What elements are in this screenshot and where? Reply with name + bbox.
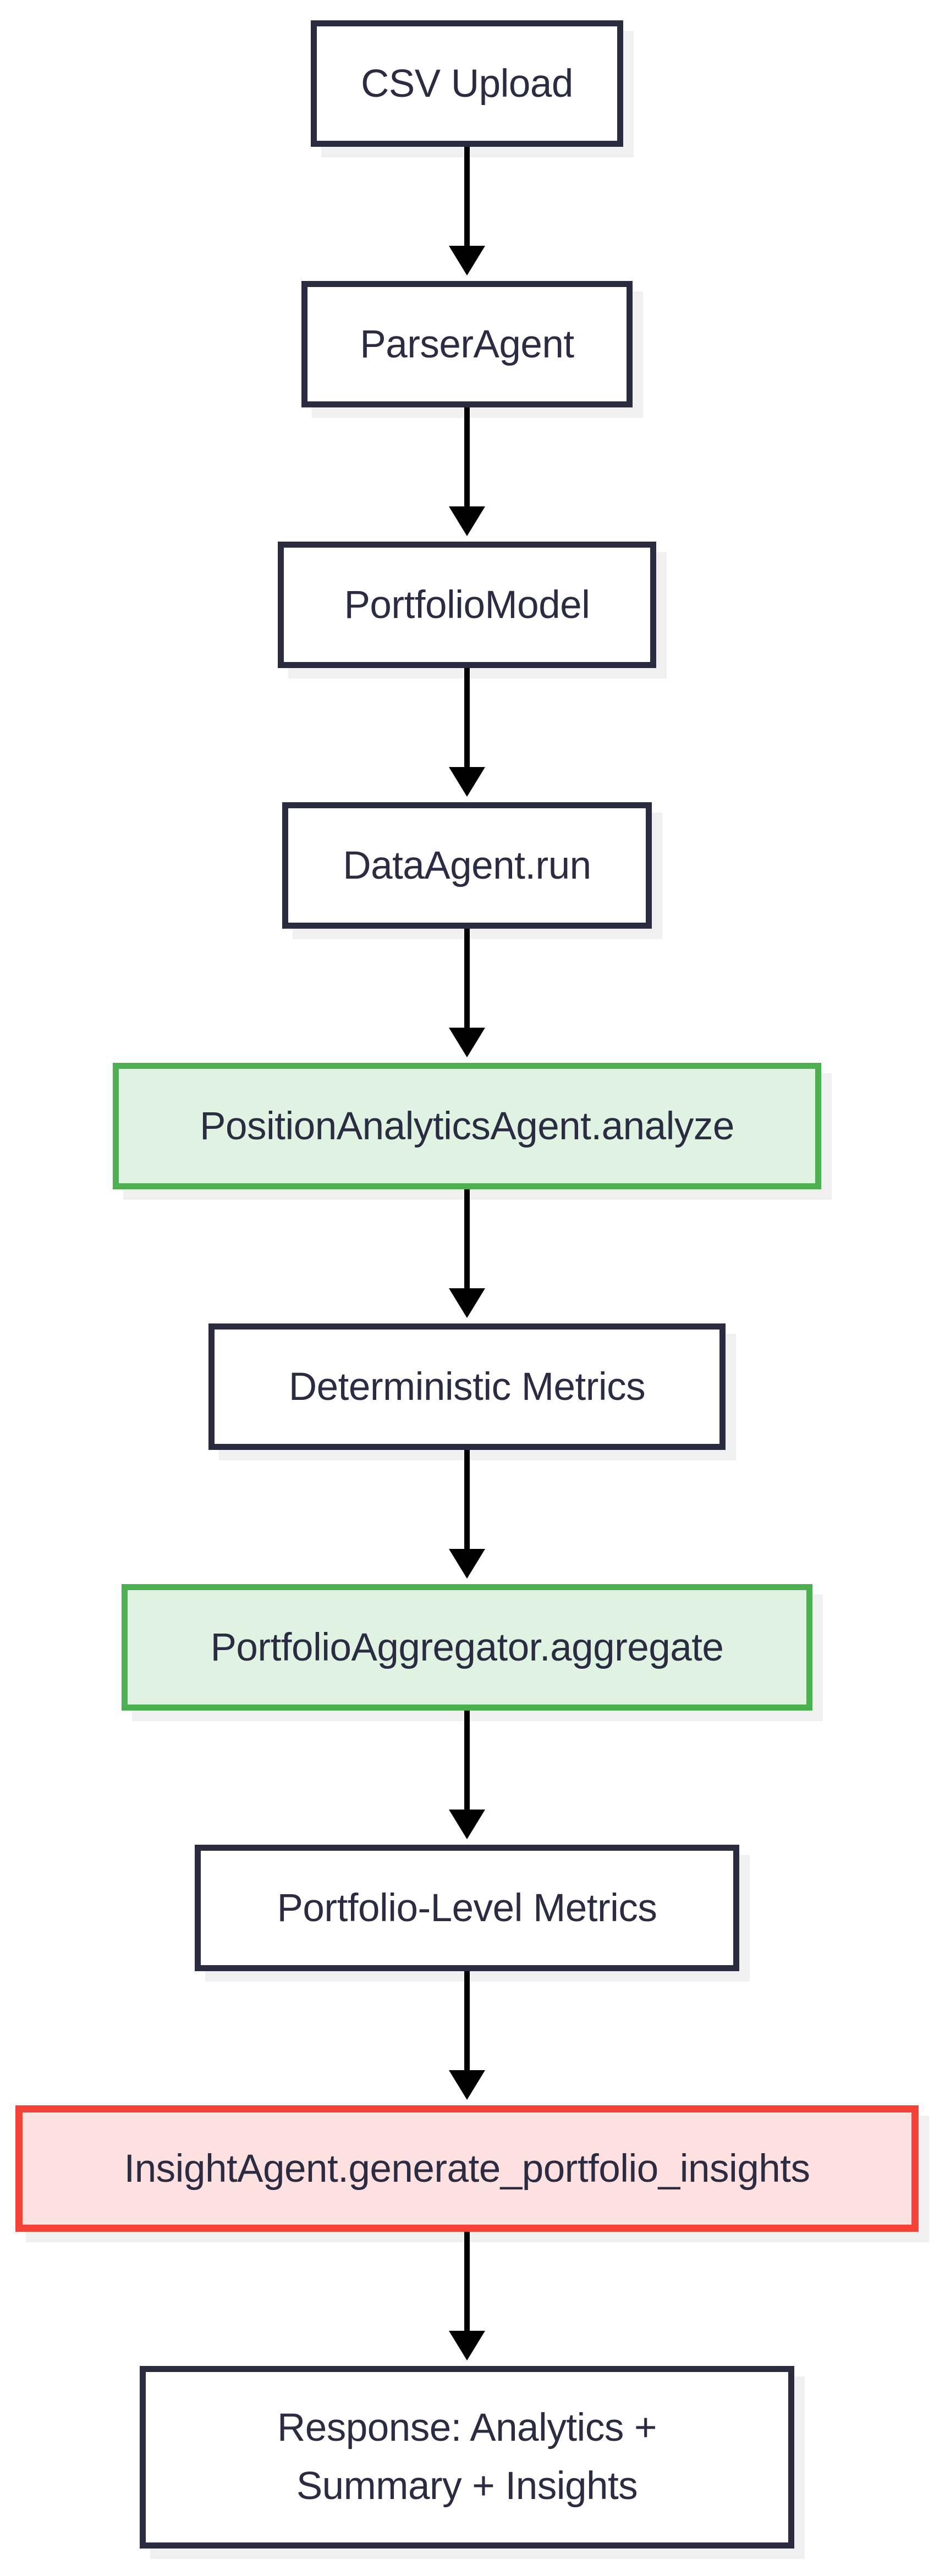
flow-arrow-7: [449, 1711, 485, 1845]
arrow-shaft: [464, 1711, 470, 1810]
arrow-shaft: [464, 1189, 470, 1288]
node-data-agent-run: DataAgent.run: [282, 802, 652, 929]
node-portfolio-level-metrics: Portfolio-Level Metrics: [195, 1845, 739, 1971]
node-label-line-1: Response: Analytics +: [277, 2406, 657, 2450]
node-label: InsightAgent.generate_portfolio_insights: [124, 2147, 810, 2191]
arrow-shaft: [464, 147, 470, 246]
node-label: Deterministic Metrics: [288, 1365, 646, 1409]
node-label-line-2: Summary + Insights: [296, 2464, 638, 2508]
arrow-shaft: [464, 2232, 470, 2331]
arrow-head-icon: [449, 2331, 485, 2360]
flow-arrow-6: [449, 1450, 485, 1584]
arrow-head-icon: [449, 767, 485, 797]
flow-arrow-4: [449, 929, 485, 1063]
arrow-shaft: [464, 1450, 470, 1549]
node-insight-agent-generate-portfolio-insights: InsightAgent.generate_portfolio_insights: [15, 2105, 919, 2232]
arrow-shaft: [464, 1971, 470, 2070]
arrow-shaft: [464, 407, 470, 506]
node-csv-upload: CSV Upload: [311, 20, 623, 147]
node-label: PortfolioModel: [344, 583, 590, 627]
arrow-head-icon: [449, 246, 485, 275]
flow-arrow-2: [449, 407, 485, 542]
node-label: DataAgent.run: [343, 843, 591, 887]
node-label: PortfolioAggregator.aggregate: [210, 1625, 724, 1669]
node-portfolio-aggregator-aggregate: PortfolioAggregator.aggregate: [122, 1584, 812, 1711]
flow-arrow-9: [449, 2232, 485, 2366]
node-label: Portfolio-Level Metrics: [277, 1886, 657, 1930]
arrow-shaft: [464, 929, 470, 1028]
arrow-head-icon: [449, 2070, 485, 2100]
arrow-shaft: [464, 668, 470, 767]
node-position-analytics-agent-analyze: PositionAnalyticsAgent.analyze: [113, 1063, 821, 1189]
arrow-head-icon: [449, 1810, 485, 1839]
arrow-head-icon: [449, 1028, 485, 1057]
flow-arrow-1: [449, 147, 485, 281]
node-deterministic-metrics: Deterministic Metrics: [208, 1323, 726, 1450]
node-portfolio-model: PortfolioModel: [278, 542, 656, 668]
node-label: CSV Upload: [361, 62, 573, 106]
arrow-head-icon: [449, 1549, 485, 1579]
node-label: ParserAgent: [360, 322, 574, 366]
flow-arrow-3: [449, 668, 485, 802]
arrow-head-icon: [449, 506, 485, 536]
flow-arrow-5: [449, 1189, 485, 1323]
node-label: PositionAnalyticsAgent.analyze: [200, 1104, 734, 1148]
node-response: Response: Analytics + Summary + Insights: [140, 2366, 794, 2549]
flow-arrow-8: [449, 1971, 485, 2105]
node-parser-agent: ParserAgent: [301, 281, 633, 407]
arrow-head-icon: [449, 1288, 485, 1318]
